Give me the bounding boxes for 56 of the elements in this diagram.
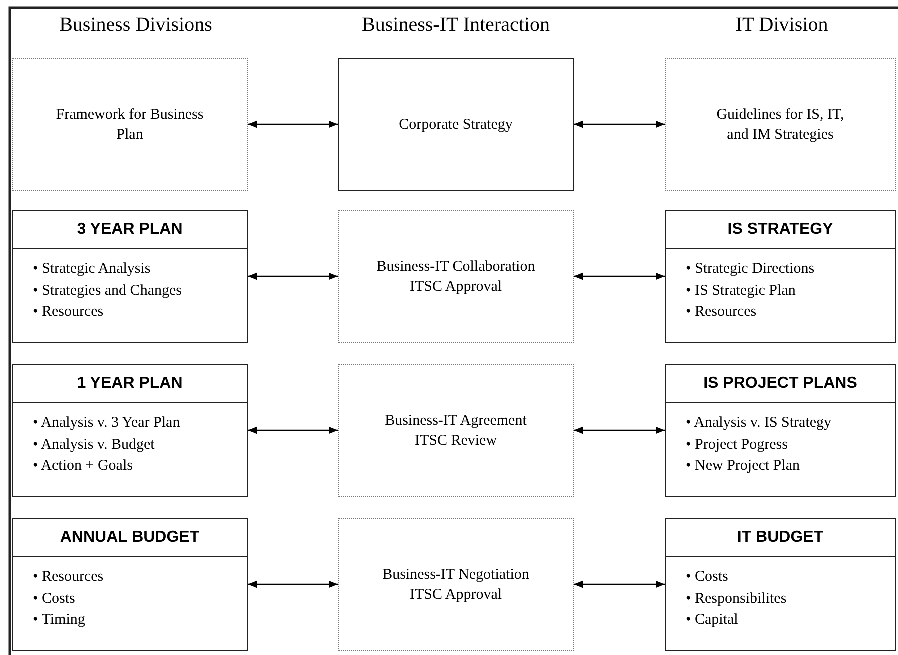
column-heading: Business-IT Interaction bbox=[362, 14, 550, 37]
column-heading: Business Divisions bbox=[60, 14, 212, 37]
bullet-item: • Action + Goals bbox=[33, 457, 134, 476]
box-text: ITSC Approval bbox=[408, 586, 504, 604]
plan-card bbox=[12, 210, 248, 343]
plan-card bbox=[12, 518, 248, 651]
bullet-item: • Strategic Directions bbox=[686, 260, 816, 279]
process-box bbox=[338, 518, 574, 651]
bullet-item: • Analysis v. IS Strategy bbox=[686, 414, 833, 433]
bullet-item: • Capital bbox=[686, 611, 740, 630]
double-arrow bbox=[248, 120, 338, 128]
plan-card bbox=[665, 364, 896, 497]
process-box bbox=[338, 364, 574, 497]
bullet-item: • IS Strategic Plan bbox=[686, 282, 797, 300]
card-heading: IS PROJECT PLANS bbox=[704, 374, 858, 392]
box-text: Business-IT Agreement bbox=[384, 412, 528, 430]
process-box bbox=[12, 58, 248, 191]
bullet-item: • Resources bbox=[33, 568, 105, 587]
box-text: ITSC Review bbox=[414, 432, 498, 450]
bullet-item: • Costs bbox=[33, 590, 76, 608]
box-text: Corporate Strategy bbox=[398, 116, 514, 134]
bullet-item: • Resources bbox=[33, 303, 105, 322]
card-heading: IT BUDGET bbox=[737, 528, 824, 546]
card-heading: 3 YEAR PLAN bbox=[77, 220, 183, 238]
bullet-item: • Costs bbox=[686, 568, 730, 587]
bullet-item: • Project Pogress bbox=[686, 436, 789, 454]
bullet-item: • Analysis v. Budget bbox=[33, 436, 156, 454]
box-text: Business-IT Negotiation bbox=[382, 566, 530, 584]
plan-card bbox=[665, 210, 896, 343]
double-arrow bbox=[248, 426, 338, 434]
double-arrow bbox=[248, 272, 338, 280]
process-box bbox=[665, 58, 896, 191]
box-text: Guidelines for IS, IT, and IM Strategies bbox=[716, 106, 846, 144]
process-box bbox=[338, 58, 574, 191]
bullet-item: • Responsibilites bbox=[686, 590, 788, 608]
card-heading: IS STRATEGY bbox=[728, 220, 834, 238]
double-arrow bbox=[574, 580, 665, 588]
double-arrow bbox=[574, 120, 665, 128]
plan-card bbox=[12, 364, 248, 497]
bullet-item: • Strategic Analysis bbox=[33, 260, 152, 279]
bullet-item: • Analysis v. 3 Year Plan bbox=[33, 414, 182, 433]
bullet-item: • Resources bbox=[686, 303, 758, 322]
bullet-item: • New Project Plan bbox=[686, 457, 801, 476]
box-text: ITSC Approval bbox=[408, 278, 504, 296]
bullet-item: • Strategies and Changes bbox=[33, 282, 183, 300]
box-text: Framework for Business Plan bbox=[55, 106, 205, 144]
plan-card bbox=[665, 518, 896, 651]
card-heading: ANNUAL BUDGET bbox=[60, 528, 200, 546]
double-arrow bbox=[248, 580, 338, 588]
double-arrow bbox=[574, 426, 665, 434]
bullet-item: • Timing bbox=[33, 611, 86, 630]
double-arrow bbox=[574, 272, 665, 280]
box-text: Business-IT Collaboration bbox=[376, 258, 536, 276]
card-heading: 1 YEAR PLAN bbox=[77, 374, 183, 392]
process-box bbox=[338, 210, 574, 343]
column-heading: IT Division bbox=[736, 14, 828, 37]
